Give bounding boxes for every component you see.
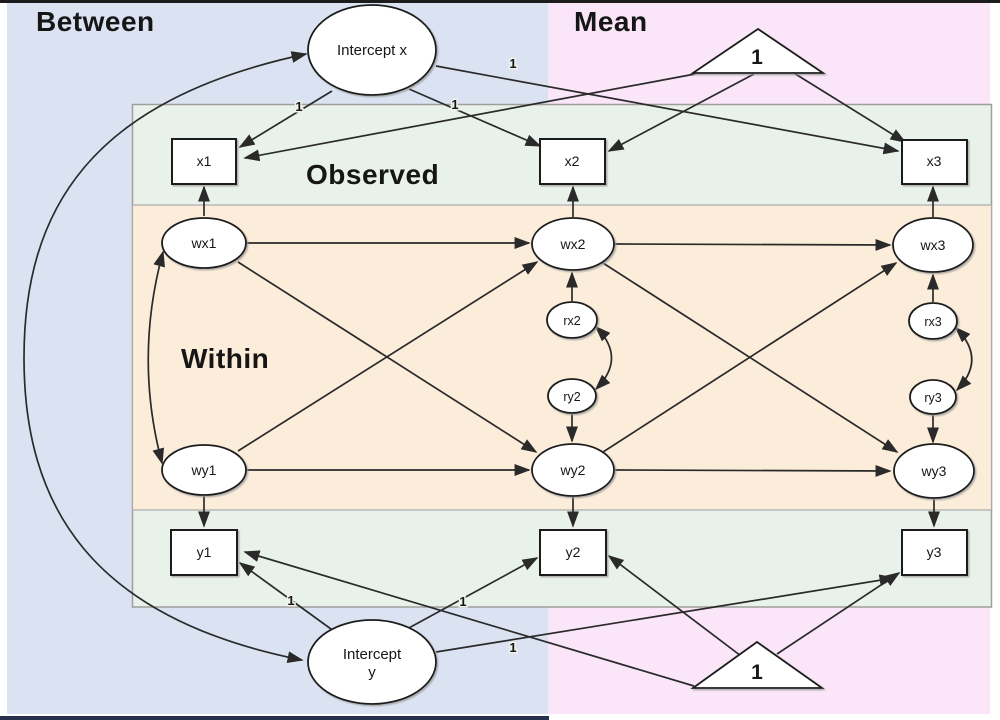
edge-interceptx-x3 <box>435 65 900 155</box>
node-wy1: wy1 <box>161 444 247 496</box>
edge-intercepty-y2 <box>406 557 539 630</box>
loading-label-iy-y3: 1 <box>509 640 516 655</box>
edge-wy1-wx2 <box>237 261 539 452</box>
node-x1: x1 <box>171 138 237 185</box>
within-label: Within <box>181 343 269 374</box>
node-x2: x2 <box>539 138 606 185</box>
edge-labels: 1 1 1 1 1 1 <box>286 55 518 657</box>
edge-interceptx-x1 <box>238 90 333 148</box>
node-x2-label: x2 <box>565 153 580 169</box>
loading-label-ix-x3: 1 <box>509 56 516 71</box>
node-wx2: wx2 <box>531 217 615 271</box>
node-rx2-label: rx2 <box>563 314 580 328</box>
node-wx3-label: wx3 <box>920 237 946 253</box>
node-y3: y3 <box>901 529 968 576</box>
node-x1-label: x1 <box>197 153 212 169</box>
edge-consttop-x3 <box>788 69 907 143</box>
edge-constbottom-y2 <box>607 554 746 660</box>
observed-label: Observed <box>306 159 439 190</box>
node-x3-label: x3 <box>927 153 942 169</box>
edge-wx1-wy1-covariance <box>147 250 165 465</box>
node-wx2-label: wx2 <box>560 236 586 252</box>
between-label: Between <box>36 6 155 37</box>
edge-intercepty-y3 <box>435 574 896 653</box>
edge-rx2-ry2-covariance <box>594 325 613 391</box>
node-wy2-label: wy2 <box>560 462 586 478</box>
edge-constbottom-y3 <box>776 572 901 655</box>
edge-consttop-x1 <box>243 73 696 162</box>
edge-constbottom-y1 <box>243 550 695 687</box>
edge-consttop-x2 <box>607 73 755 152</box>
node-y1-label: y1 <box>197 544 212 560</box>
node-rx2: rx2 <box>546 301 598 339</box>
edge-rx3-ry3-covariance <box>954 326 973 392</box>
page-bottom-line <box>0 716 549 720</box>
edge-interceptx-intercepty-covariance <box>23 51 308 664</box>
node-y2-label: y2 <box>566 544 581 560</box>
node-constant-top: 1 <box>690 27 826 74</box>
node-constant-bottom: 1 <box>690 640 825 689</box>
node-constant-bottom-label: 1 <box>751 661 763 684</box>
node-wx1-label: wx1 <box>191 235 217 251</box>
node-intercept-x-label: Intercept x <box>337 42 408 59</box>
node-intercept-x: Intercept x <box>307 4 437 96</box>
node-wx1: wx1 <box>161 217 247 269</box>
node-ry3: ry3 <box>909 379 957 415</box>
node-rx3: rx3 <box>908 302 958 340</box>
node-wy2: wy2 <box>531 443 615 497</box>
loading-label-ix-x2: 1 <box>451 97 458 112</box>
edge-wy2-wy3 <box>613 464 892 477</box>
node-y2: y2 <box>539 529 607 576</box>
node-y3-label: y3 <box>927 544 942 560</box>
edge-intercepty-y1 <box>238 562 332 630</box>
node-wy3: wy3 <box>893 443 975 499</box>
edge-wx2-wx3 <box>613 238 892 251</box>
node-constant-top-label: 1 <box>751 46 763 69</box>
node-ry2: ry2 <box>547 378 597 414</box>
mean-label: Mean <box>574 6 648 37</box>
edge-wy2-wx3 <box>602 262 898 453</box>
loading-label-iy-y2: 1 <box>459 594 466 609</box>
loading-label-ix-x1: 1 <box>295 99 302 114</box>
node-wx3: wx3 <box>892 217 974 273</box>
page-top-border <box>0 0 1000 3</box>
node-x3: x3 <box>901 139 968 185</box>
node-y1: y1 <box>170 529 238 576</box>
loading-label-iy-y1: 1 <box>287 593 294 608</box>
node-wy3-label: wy3 <box>921 463 947 479</box>
edge-interceptx-x2 <box>408 88 542 147</box>
node-wy1-label: wy1 <box>191 462 217 478</box>
node-rx3-label: rx3 <box>924 315 941 329</box>
edges <box>23 51 973 687</box>
node-ry3-label: ry3 <box>924 391 941 405</box>
node-ry2-label: ry2 <box>563 390 580 404</box>
